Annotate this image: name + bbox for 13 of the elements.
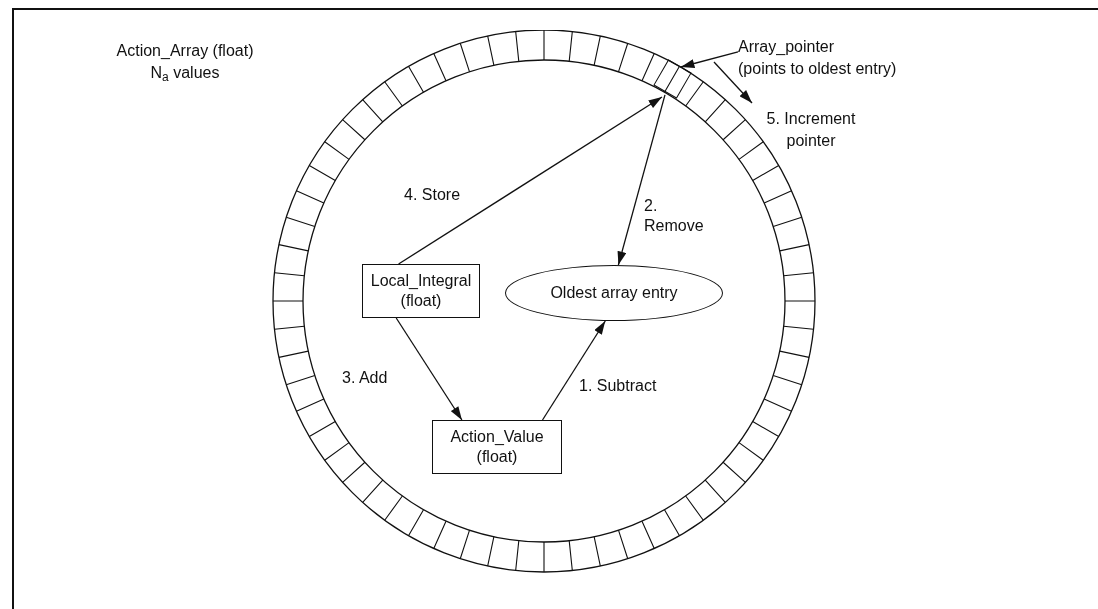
array-name: Action_Array (float) [116, 41, 254, 61]
array-size: N$_{a}$ values [150, 63, 220, 84]
step-note: 5. Increment pointer [765, 109, 857, 151]
pointer-name: Array_pointer [738, 37, 835, 57]
arrow [397, 96, 663, 265]
entry-ellipse: Oldest array entry [505, 265, 723, 321]
variable-box: Action_Value (float) [432, 420, 562, 474]
arrow [541, 320, 606, 421]
arrow [395, 317, 463, 421]
arrow [680, 51, 739, 68]
pointer-description: (points to oldest entry) [738, 59, 897, 79]
variable-box: Local_Integral (float) [362, 264, 480, 318]
arrow [617, 94, 666, 266]
